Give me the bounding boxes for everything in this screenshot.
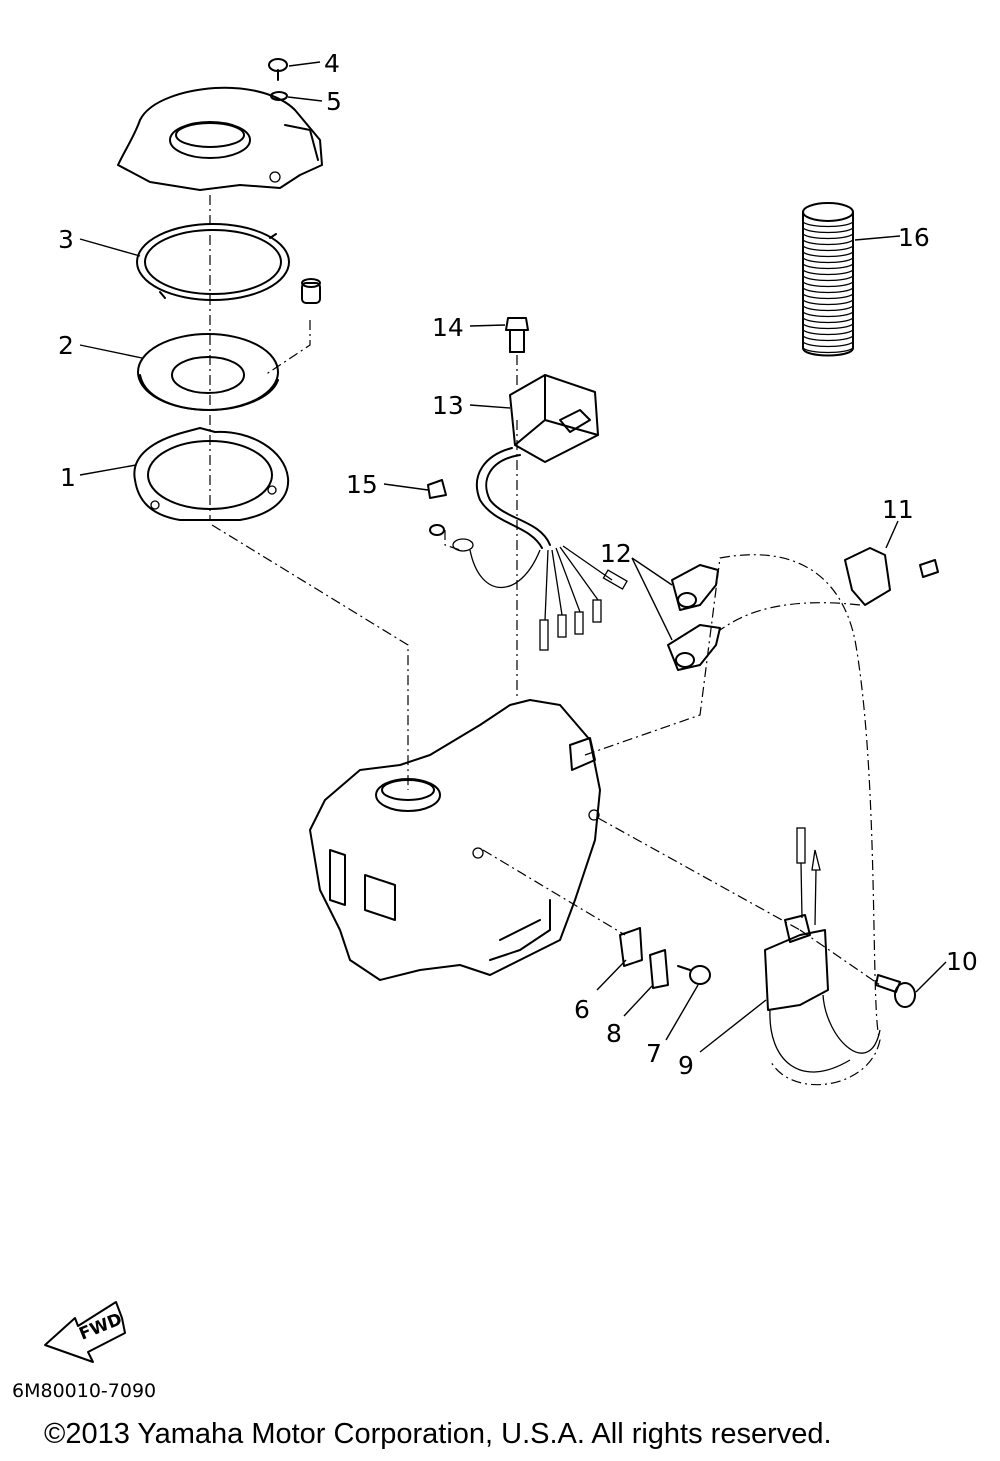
tube-rib [802,281,854,288]
label-9: 9 [678,1051,694,1080]
screw-4 [268,58,288,81]
diagram-code: 6M80010-7090 [12,1380,157,1402]
label-1: 1 [60,463,76,492]
label-12: 12 [600,539,632,568]
tube-rib [802,239,854,246]
tube-rib [802,263,854,270]
plug-cap-lower [667,624,721,671]
label-5: 5 [326,87,342,116]
tube-rib [802,347,854,354]
plug-cap-upper [671,564,719,611]
tube-rib [802,341,854,348]
clip-6 [619,927,643,967]
label-3: 3 [58,225,74,254]
label-16: 16 [898,223,930,252]
tube-rib [802,227,854,234]
clamp-11 [844,547,939,606]
bolt-15 [427,479,447,536]
label-14: 14 [432,313,464,342]
label-11: 11 [882,495,914,524]
washer-5 [270,91,288,101]
assembly-lines [209,195,881,1086]
tube-rib [802,221,854,228]
cdi-unit-13 [509,374,599,463]
part-labels: 4 5 3 2 1 14 13 15 12 11 16 6 8 7 9 10 [58,49,978,1080]
pin-bolt [301,278,321,304]
label-8: 8 [606,1019,622,1048]
tube-rib [802,299,854,306]
label-10: 10 [946,947,978,976]
fwd-label: FWD [76,1309,125,1344]
tube-rib [802,305,854,312]
copyright-notice: ©2013 Yamaha Motor Corporation, U.S.A. A… [44,1418,832,1450]
tube-rib [802,245,854,252]
label-2: 2 [58,331,74,360]
block-8 [649,949,669,989]
label-15: 15 [346,470,378,499]
ring-3 [136,223,290,301]
tube-rib [802,257,854,264]
tube-rib [802,287,854,294]
tube-rib [802,323,854,330]
flywheel-cover [117,86,323,191]
leader-lines [79,61,947,1053]
ignition-coil-9 [764,827,881,1073]
label-7: 7 [646,1039,662,1068]
tube-rib [802,311,854,318]
wire-harness [452,447,628,651]
tube-rib [802,335,854,342]
tube-rib [802,275,854,282]
label-13: 13 [432,391,464,420]
screw-7 [677,965,711,985]
tube-rib [802,251,854,258]
bolt-10 [875,974,916,1008]
tube-rib [802,233,854,240]
corrugated-tube-16 [802,202,854,357]
tube-rib [802,317,854,324]
plate-2 [137,333,279,411]
label-4: 4 [324,49,340,78]
bolt-14 [505,317,529,353]
base-ring-1 [133,427,290,521]
crankcase [309,699,601,981]
tube-rib [802,329,854,336]
tube-rib [802,269,854,276]
tube-rib [802,293,854,300]
label-6: 6 [574,995,590,1024]
fwd-arrow-icon: FWD [44,1301,126,1363]
